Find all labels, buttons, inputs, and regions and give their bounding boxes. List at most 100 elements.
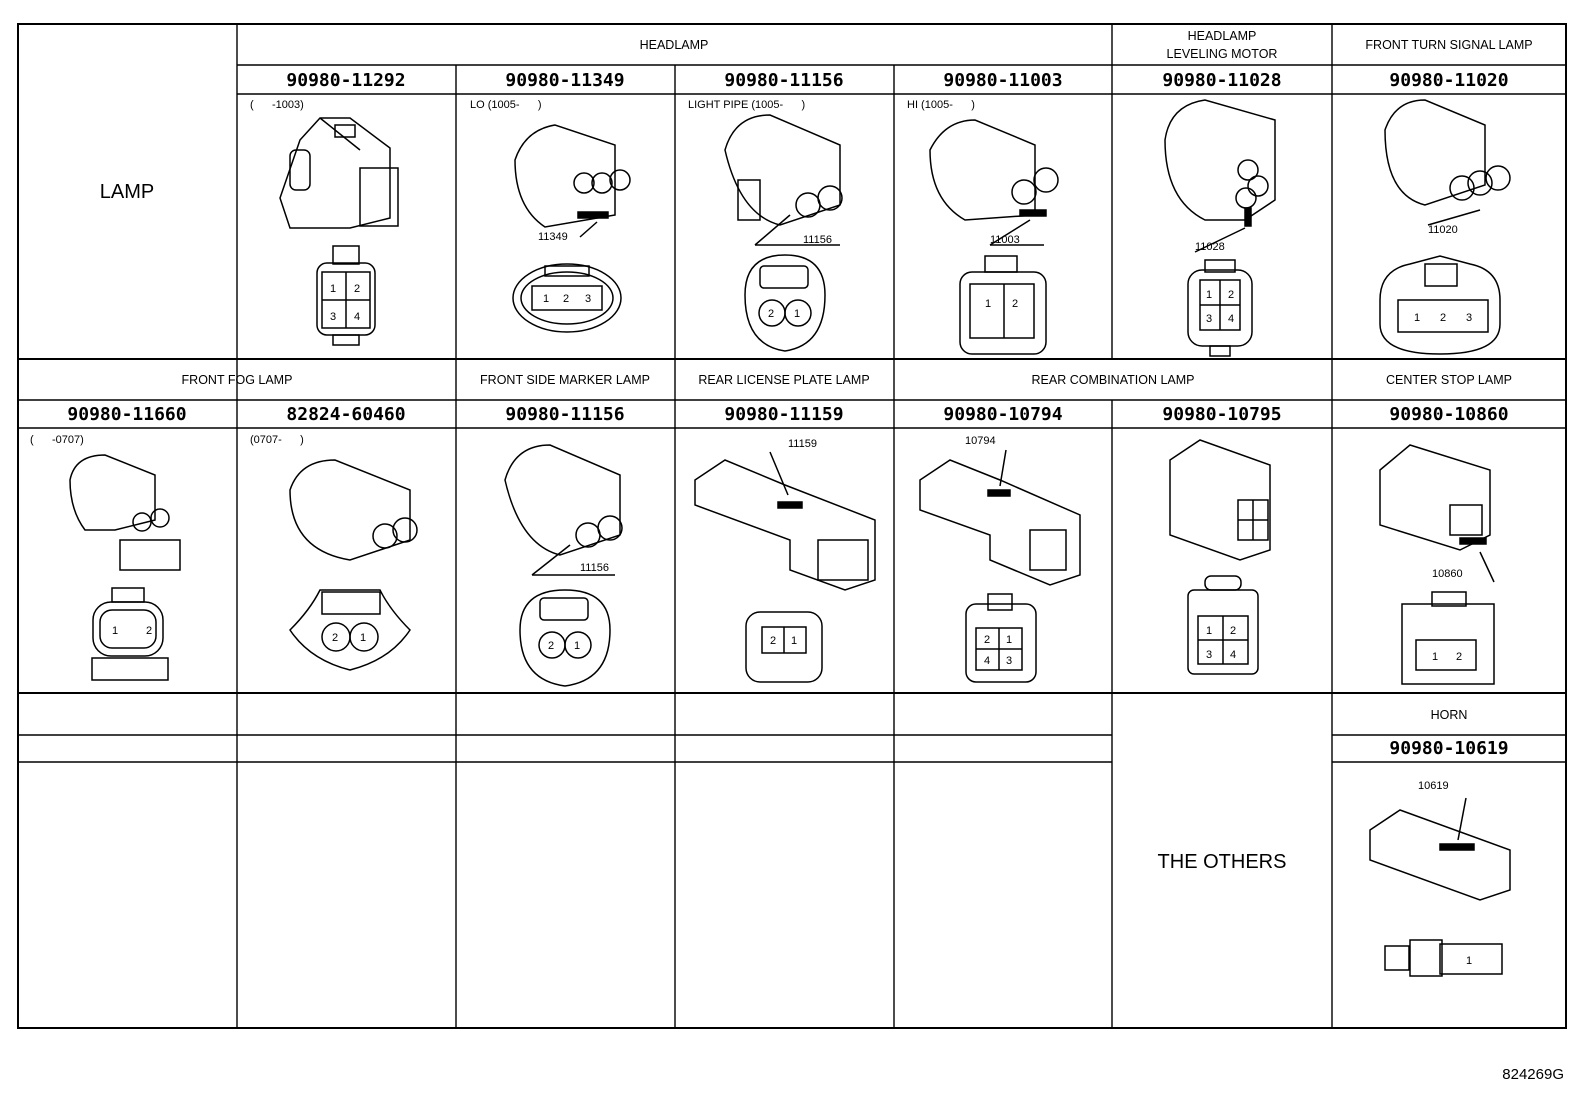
connector-illustration (69, 454, 181, 571)
pin-number: 2 (563, 293, 569, 305)
pin-number: 3 (330, 311, 336, 323)
part-number: 90980-11020 (1389, 70, 1508, 91)
group-header-rear-license: REAR LICENSE PLATE LAMP (698, 373, 869, 387)
pin-number: 1 (985, 298, 991, 310)
pin-number: 1 (112, 625, 118, 637)
part-callout: 11028 (1195, 241, 1225, 253)
connector-face (1187, 259, 1253, 357)
group-header-center-stop: CENTER STOP LAMP (1386, 373, 1512, 387)
part-note: (0707- ) (250, 434, 304, 446)
connector-face (745, 611, 823, 683)
connector-face (1379, 255, 1501, 355)
part-callout: 10794 (965, 435, 996, 447)
part-callout: 10619 (1418, 780, 1449, 792)
pin-number: 1 (1432, 651, 1438, 663)
connector-illustration (289, 459, 418, 561)
connector-illustration (724, 114, 843, 246)
connector-illustration (279, 117, 399, 229)
part-note: LIGHT PIPE (1005- ) (688, 99, 805, 111)
pin-number: 2 (1440, 312, 1446, 324)
connector-face (744, 254, 826, 352)
pin-number: 2 (1228, 289, 1234, 301)
part-number: 90980-11156 (505, 404, 624, 425)
part-number: 82824-60460 (286, 404, 405, 425)
part-number: 90980-10860 (1389, 404, 1508, 425)
part-number: 90980-11156 (724, 70, 843, 91)
part-number: 90980-11292 (286, 70, 405, 91)
pin-number: 1 (1006, 634, 1012, 646)
part-number: 90980-11349 (505, 70, 624, 91)
pin-number: 2 (1456, 651, 1462, 663)
pin-number: 3 (585, 293, 591, 305)
part-callout: 11020 (1428, 224, 1458, 236)
connector-illustration (514, 124, 631, 238)
part-number: 90980-11003 (943, 70, 1062, 91)
connector-illustration (1384, 99, 1511, 226)
part-note: LO (1005- ) (470, 99, 542, 111)
pin-number: 4 (1230, 649, 1236, 661)
others-label: THE OTHERS (1158, 851, 1287, 873)
horn-connector-illustration (1369, 797, 1511, 977)
group-header-headlamp-leveling-1: HEADLAMP (1188, 29, 1257, 43)
part-number: 90980-11660 (67, 404, 186, 425)
connector-face (512, 263, 622, 333)
pin-number: 4 (1228, 313, 1234, 325)
group-header-horn: HORN (1431, 708, 1468, 722)
pin-number: 1 (1414, 312, 1420, 324)
connector-illustration (919, 449, 1081, 586)
group-header-rear-combination: REAR COMBINATION LAMP (1032, 373, 1195, 387)
part-callout: 11003 (990, 234, 1020, 246)
connector-face (519, 589, 611, 687)
part-number: 90980-10795 (1162, 404, 1281, 425)
pin-number: 2 (770, 635, 776, 647)
pin-number: 3 (1206, 649, 1212, 661)
connector-face (965, 593, 1037, 683)
part-note: HI (1005- ) (907, 99, 975, 111)
connector-face (1401, 591, 1495, 685)
part-callout: 11159 (788, 438, 817, 450)
pin-number: 2 (1230, 625, 1236, 637)
group-header-front-side-marker: FRONT SIDE MARKER LAMP (480, 373, 650, 387)
pin-number: 4 (984, 655, 990, 667)
connector-illustration (1379, 444, 1495, 583)
category-label: LAMP (100, 181, 154, 203)
part-number: 90980-10794 (943, 404, 1062, 425)
connector-face (91, 587, 169, 681)
pin-number: 2 (984, 634, 990, 646)
pin-number: 2 (1012, 298, 1018, 310)
connector-illustration (929, 119, 1059, 246)
pin-number: 2 (146, 625, 152, 637)
part-note: ( -1003) (250, 99, 304, 111)
pin-number: 1 (1206, 625, 1212, 637)
group-header-front-turn-signal: FRONT TURN SIGNAL LAMP (1365, 38, 1532, 52)
pin-number: 2 (768, 308, 774, 320)
part-callout: 11156 (803, 234, 832, 246)
part-number: 90980-10619 (1389, 738, 1508, 759)
group-header-front-fog: FRONT FOG LAMP (182, 373, 293, 387)
pin-number: 1 (791, 635, 797, 647)
connector-illustration (1164, 99, 1276, 253)
pin-number: 2 (548, 640, 554, 652)
pin-number: 1 (330, 283, 336, 295)
pin-number: 4 (354, 311, 360, 323)
connector-face (289, 589, 411, 671)
pin-number: 1 (1466, 955, 1472, 967)
pin-number: 1 (574, 640, 580, 652)
group-header-headlamp: HEADLAMP (640, 38, 709, 52)
connector-face (959, 255, 1047, 355)
part-callout: 11156 (580, 562, 609, 574)
connector-illustration (504, 444, 623, 576)
pin-number: 3 (1206, 313, 1212, 325)
pin-number: 1 (1206, 289, 1212, 301)
group-header-headlamp-leveling-2: LEVELING MOTOR (1167, 47, 1278, 61)
pin-number: 2 (354, 283, 360, 295)
connector-face (316, 245, 376, 346)
part-note: ( -0707) (30, 434, 84, 446)
part-callout: 10860 (1432, 568, 1463, 580)
pin-number: 2 (332, 632, 338, 644)
part-number: 90980-11028 (1162, 70, 1281, 91)
pin-number: 3 (1006, 655, 1012, 667)
part-number: 90980-11159 (724, 404, 843, 425)
pin-number: 3 (1466, 312, 1472, 324)
